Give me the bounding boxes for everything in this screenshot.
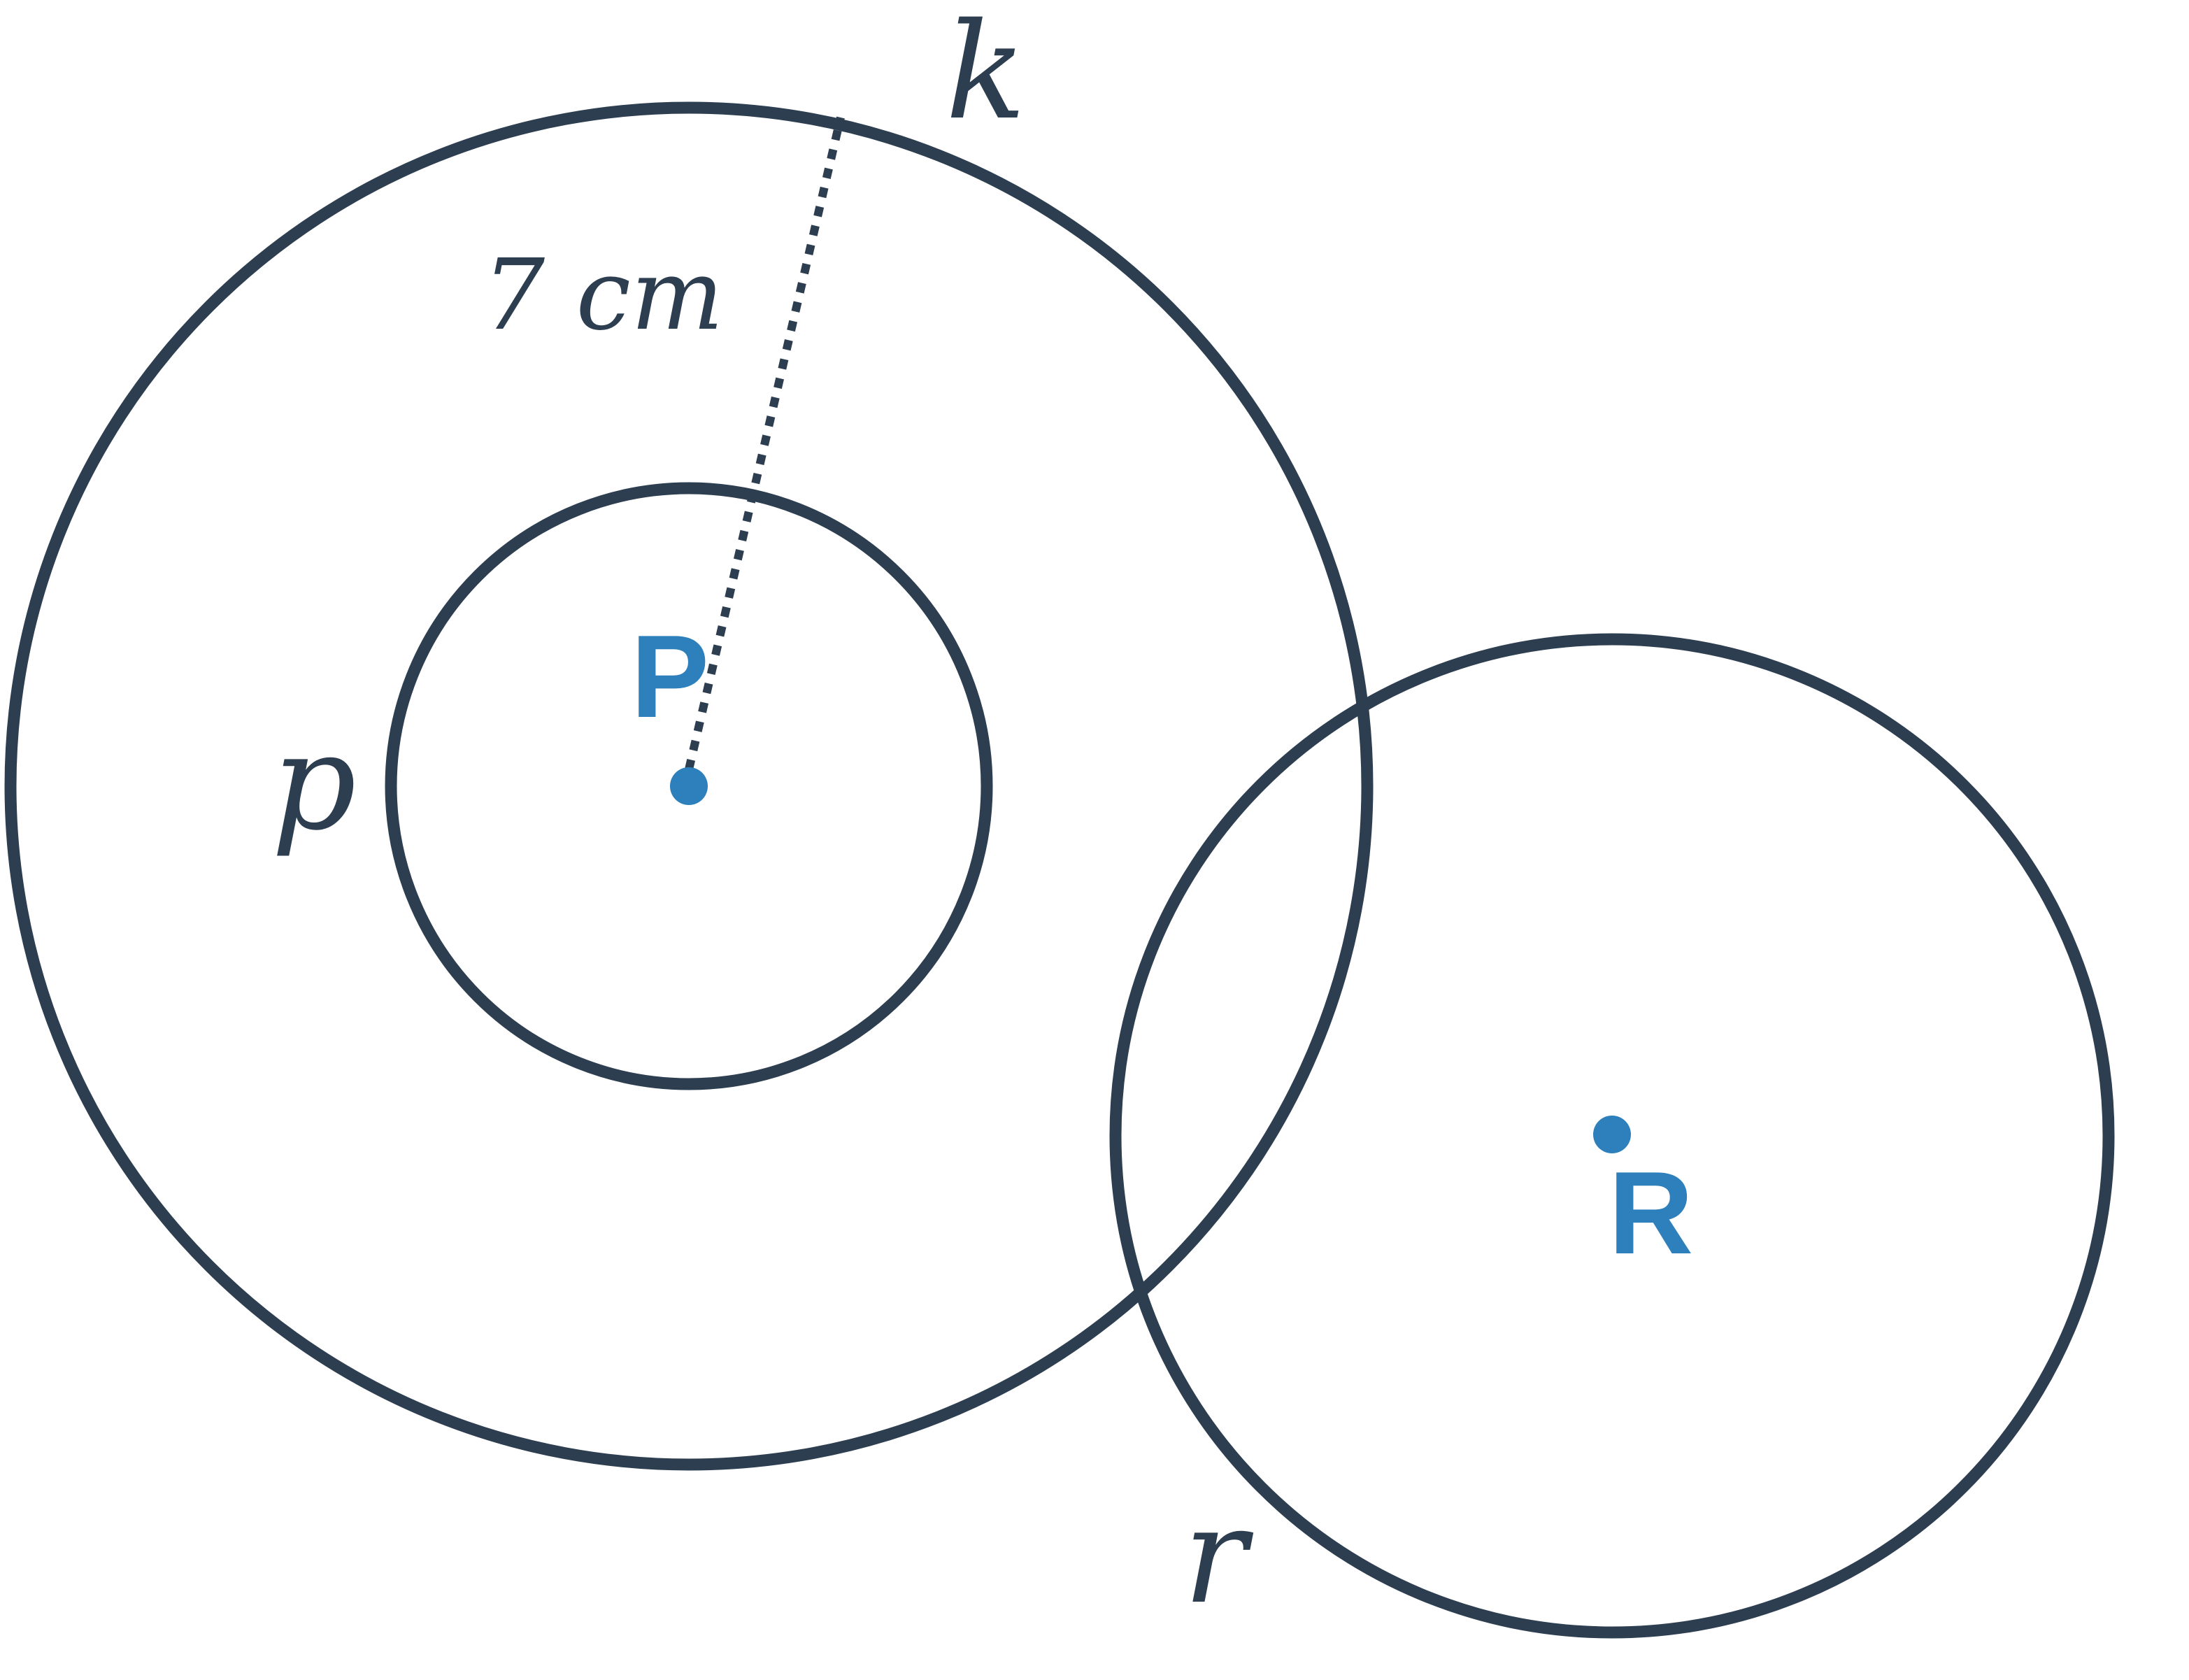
label-point-P: P	[631, 611, 709, 742]
label-circle-k: k	[946, 0, 1026, 149]
point-P	[670, 767, 708, 805]
label-circle-p: p	[271, 705, 357, 860]
label-radius-length: 7 cm	[483, 239, 724, 353]
label-point-R: R	[1609, 1147, 1693, 1279]
point-R	[1593, 1116, 1631, 1153]
circle-p	[385, 482, 993, 1090]
label-circle-r: r	[1183, 1479, 1254, 1633]
circle-k	[4, 101, 1374, 1471]
radius-segment	[685, 116, 845, 771]
circle-r	[1109, 633, 2115, 1639]
